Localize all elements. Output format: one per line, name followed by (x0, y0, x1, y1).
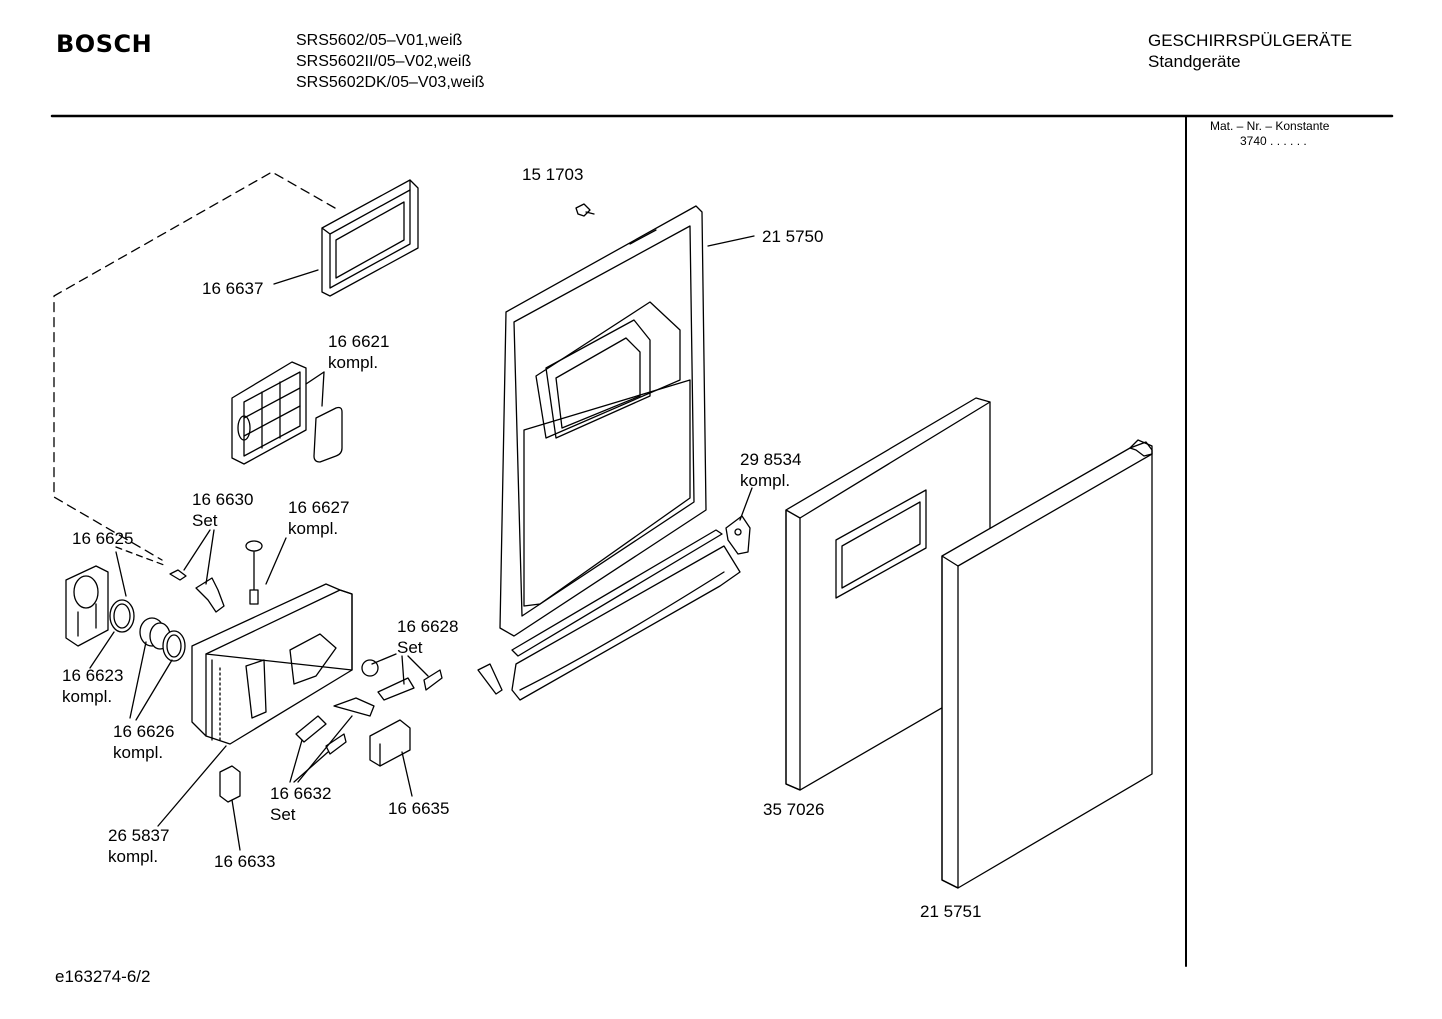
label-166623-note: kompl. (62, 687, 113, 706)
category-title: GESCHIRRSPÜLGERÄTE (1148, 31, 1353, 50)
leader-166628c (407, 655, 429, 677)
brand-logo: BOSCH (56, 30, 153, 58)
leader-166637 (273, 269, 319, 285)
leader-298534 (739, 487, 753, 521)
leader-166635 (401, 751, 413, 797)
label-265837: 26 5837 (108, 826, 170, 845)
leader-166628b (401, 655, 405, 685)
part-166630-set (169, 569, 225, 613)
label-166621: 16 6621 (328, 332, 390, 351)
part-166625-panel (65, 565, 109, 647)
part-166626-knob (139, 617, 186, 662)
label-215750: 21 5750 (762, 227, 824, 246)
model-3: SRS5602DK/05–V03,weiß (296, 74, 485, 91)
category-block: GESCHIRRSPÜLGERÄTE Standgeräte (1148, 30, 1352, 72)
label-166623: 16 6623 (62, 666, 124, 685)
part-166637-frame (321, 179, 419, 297)
leader-166621b (321, 371, 325, 407)
part-166633-clip (219, 765, 241, 803)
model-list: SRS5602/05–V01,weiß SRS5602II/05–V02,wei… (296, 30, 485, 93)
leader-166625a (115, 551, 127, 597)
document-id: e163274-6/2 (55, 967, 151, 986)
label-298534-note: kompl. (740, 471, 791, 490)
assembly-dashed-line (53, 171, 336, 561)
label-166628: 16 6628 (397, 617, 459, 636)
mat-number-label: Mat. – Nr. – Konstante (1210, 119, 1330, 133)
mat-number-value: 3740 . . . . . . (1240, 134, 1307, 148)
leader-166627 (265, 537, 287, 585)
label-166627-note: kompl. (288, 519, 339, 538)
label-166627: 16 6627 (288, 498, 350, 517)
part-166628-set (361, 659, 443, 701)
label-166626: 16 6626 (113, 722, 175, 741)
part-215750-inner-door (499, 205, 707, 637)
leader-166628a (371, 653, 397, 665)
leader-166632a (289, 739, 303, 783)
label-166621-note: kompl. (328, 353, 379, 372)
label-215751: 21 5751 (920, 902, 982, 921)
label-298534: 29 8534 (740, 450, 802, 469)
label-166632: 16 6632 (270, 784, 332, 803)
model-2: SRS5602II/05–V02,weiß (296, 53, 472, 70)
label-357026: 35 7026 (763, 800, 825, 819)
label-166625: 16 6625 (72, 529, 134, 548)
part-door-trim (477, 529, 741, 701)
category-subtitle: Standgeräte (1148, 52, 1241, 71)
mat-number-block: Mat. – Nr. – Konstante 3740 . . . . . . (1210, 119, 1329, 149)
leader-166623 (89, 631, 115, 669)
leader-166626a (129, 641, 147, 719)
label-151703: 15 1703 (522, 165, 584, 184)
label-265837-note: kompl. (108, 847, 159, 866)
leader-265837 (157, 745, 227, 827)
part-151703-screw (575, 203, 595, 217)
part-215751-side-panel (941, 439, 1153, 889)
label-166633: 16 6633 (214, 852, 276, 871)
leader-166625 (115, 546, 165, 566)
label-166635: 16 6635 (388, 799, 450, 818)
part-control-housing (191, 583, 353, 745)
part-166621-filter (231, 361, 343, 465)
leader-166621 (305, 371, 325, 385)
leader-166632c (297, 715, 353, 783)
leader-215750 (707, 235, 755, 247)
label-166626-note: kompl. (113, 743, 164, 762)
part-166635-switch (369, 719, 411, 767)
label-166628-note: Set (397, 638, 423, 657)
part-298534-hinge (725, 515, 751, 555)
leader-166630a (183, 529, 211, 571)
label-166630-note: Set (192, 511, 218, 530)
leader-166633 (231, 799, 241, 851)
leader-166626b (135, 659, 173, 721)
leader-166630b (205, 529, 215, 585)
part-166627-pin (245, 540, 263, 605)
label-166637: 16 6637 (202, 279, 264, 298)
label-166630: 16 6630 (192, 490, 254, 509)
model-1: SRS5602/05–V01,weiß (296, 32, 463, 49)
label-166632-note: Set (270, 805, 296, 824)
part-166632-set (295, 697, 375, 755)
